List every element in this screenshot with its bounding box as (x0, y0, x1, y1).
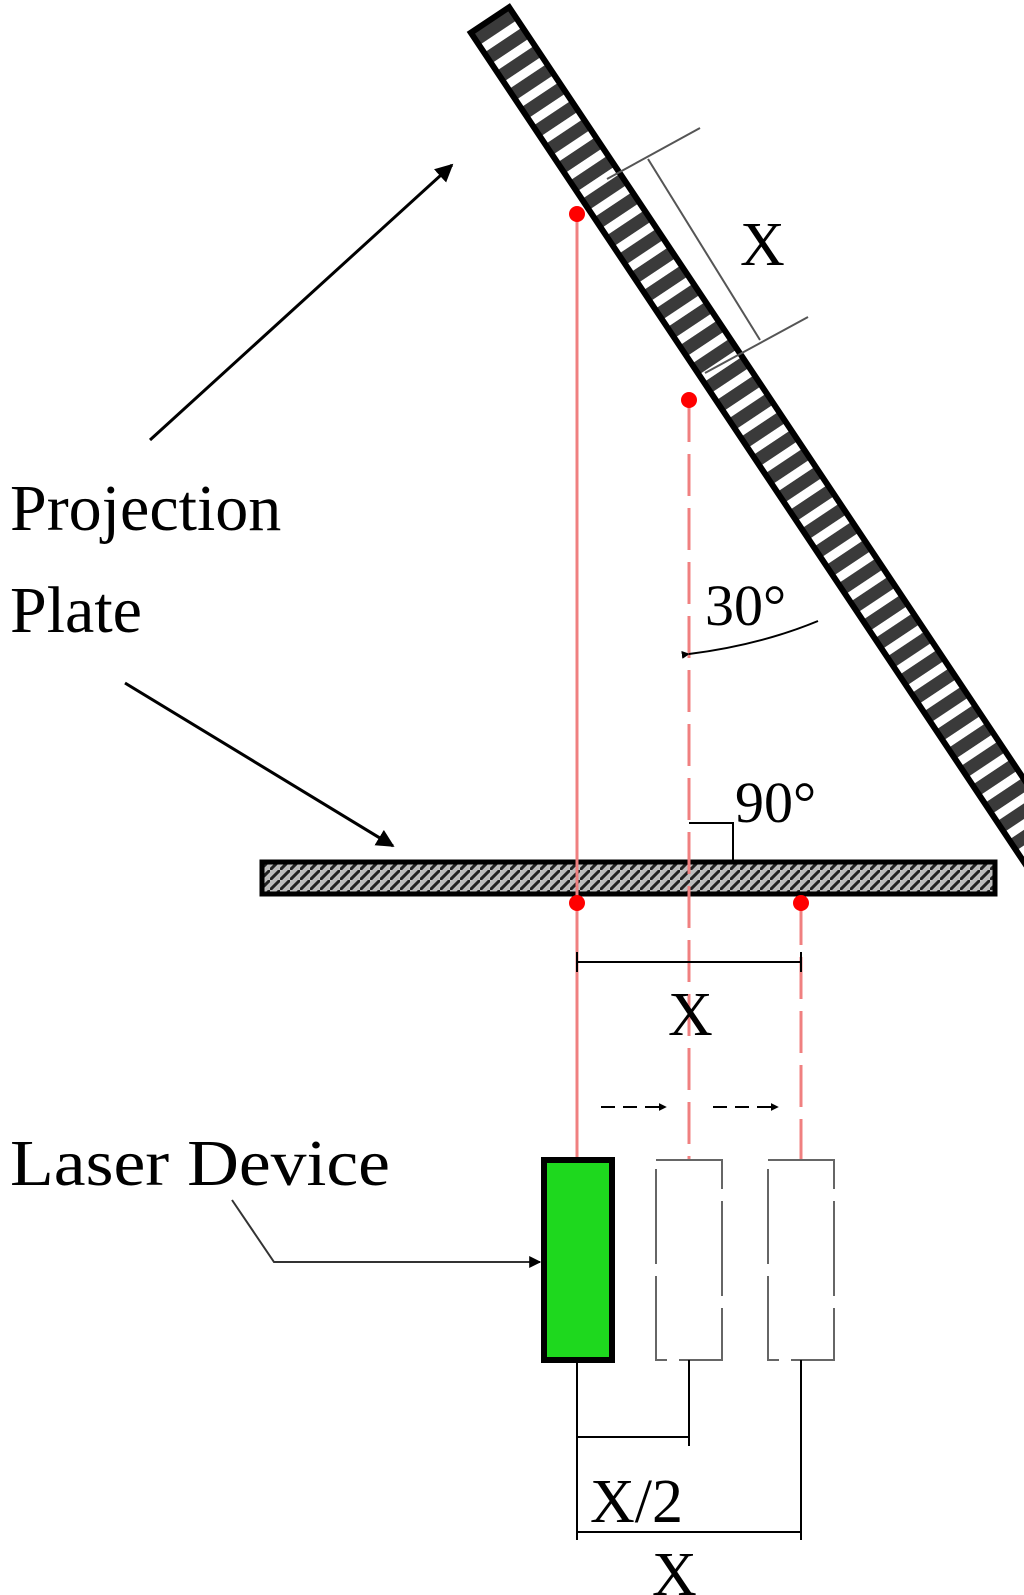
horizontal-projection-plate (259, 859, 998, 897)
laser-point (569, 206, 585, 222)
angle-label-30: 30° (705, 573, 786, 638)
dimension-x-bottom: X (652, 1541, 697, 1595)
horizontal-dimension (576, 952, 802, 972)
label-plate: Plate (10, 574, 142, 647)
laser-point (569, 895, 585, 911)
laser-point (793, 895, 809, 911)
angle-arc-30 (681, 620, 819, 659)
label-laser-device: Laser Device (10, 1127, 390, 1200)
inclined-dimension (606, 127, 809, 374)
label-projection: Projection (10, 472, 281, 545)
pointer-arrow-laser-device (231, 1199, 542, 1268)
dimension-x-horizontal: X (668, 981, 713, 1049)
laser-device-ghost-middle (655, 1159, 723, 1361)
laser-beams (575, 214, 803, 1160)
laser-device-ghost-right (767, 1159, 835, 1361)
bottom-dimensions (576, 1360, 802, 1540)
dimension-x-half: X/2 (590, 1468, 683, 1536)
laser-point (681, 392, 697, 408)
laser-device (541, 1157, 615, 1363)
angle-label-90: 90° (735, 770, 816, 835)
dimension-x-inclined: X (740, 211, 785, 279)
pointer-arrow-inclined (148, 163, 454, 442)
right-angle-mark (689, 822, 734, 862)
inclined-projection-plate (466, 3, 1024, 898)
pointer-arrow-horizontal (124, 681, 395, 848)
laser-points (569, 206, 809, 911)
